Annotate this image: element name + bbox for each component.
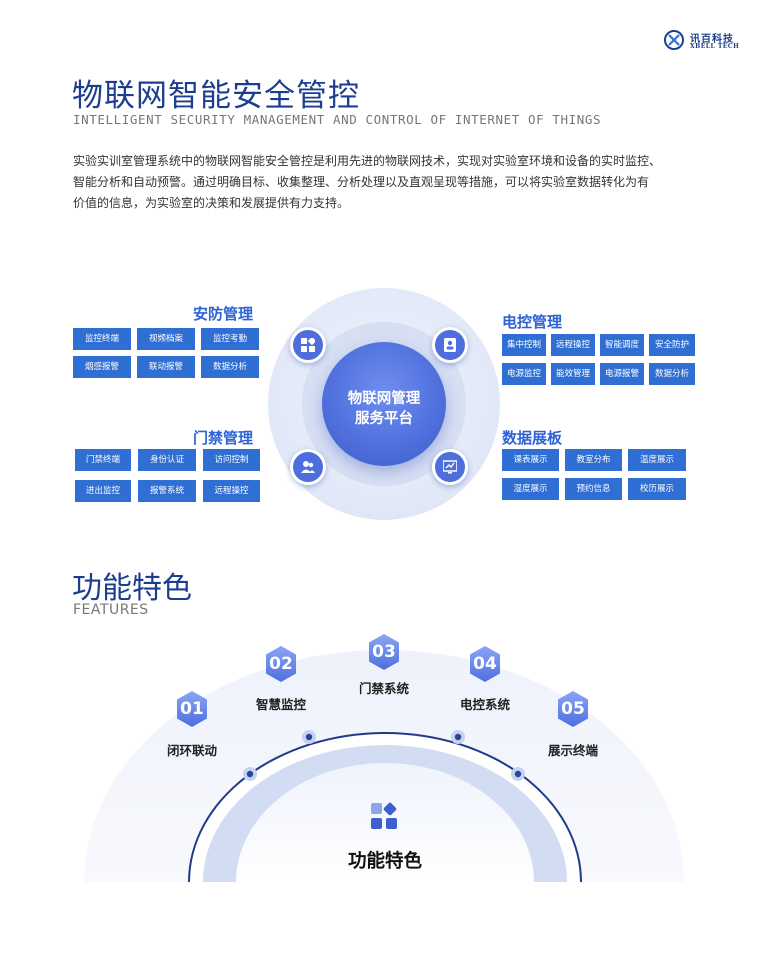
section-subtitle-en: INTELLIGENT SECURITY MANAGEMENT AND CONT… [73,112,602,127]
tag-power: 智能调度 [600,334,644,356]
feature-number: 01 [180,699,204,719]
tag-access: 访问控制 [203,449,260,471]
tag-access: 进出监控 [75,480,131,502]
logo-mark-icon [664,30,684,50]
intro-paragraph: 实验实训室管理系统中的物联网智能安全管控是利用先进的物联网技术，实现对实验室环境… [73,151,703,214]
group-title-power: 电控管理 [502,313,563,331]
feature-number: 05 [561,699,585,719]
hub-label: 物联网管理 服务平台 [322,389,446,429]
paragraph-line: 实验实训室管理系统中的物联网智能安全管控是利用先进的物联网技术，实现对实验室环境… [73,154,662,168]
feature-blocks-icon [370,802,398,830]
tag-security: 联动报警 [137,356,195,378]
tag-power: 集中控制 [502,334,546,356]
tag-data-board: 预约信息 [565,478,622,500]
feature-label: 闭环联动 [166,743,217,758]
tag-data-board: 校历展示 [628,478,686,500]
tag-power: 电源监控 [502,363,546,385]
feature-badge-01: 01 [175,690,209,728]
paragraph-line: 价值的信息，为实验室的决策和发展提供有力支持。 [73,196,350,210]
logo-text-en: XBELL TECH [690,43,740,50]
section-title: 物联网智能安全管控 [72,78,360,114]
tag-security: 数据分析 [201,356,259,378]
chart-board-icon [432,449,468,485]
tag-security: 监控终端 [73,328,131,350]
tag-power: 数据分析 [649,363,695,385]
feature-label: 智慧监控 [255,697,306,712]
feature-badge-02: 02 [264,645,298,683]
tag-security: 视频档案 [137,328,195,350]
tag-access: 报警系统 [138,480,196,502]
tag-security: 监控考勤 [201,328,259,350]
feature-label: 门禁系统 [358,681,409,696]
tag-access: 远程操控 [203,480,260,502]
users-icon [290,449,326,485]
features-subtitle-en: FEATURES [73,602,149,618]
tag-security: 烟感报警 [73,356,131,378]
tag-power: 远程操控 [551,334,595,356]
hub-label-line: 服务平台 [355,411,413,427]
features-center-title: 功能特色 [347,851,422,872]
feature-label: 电控系统 [459,697,510,712]
tag-access: 身份认证 [138,449,196,471]
group-title-access: 门禁管理 [193,429,254,447]
feature-label: 展示终端 [547,743,598,758]
feature-badge-04: 04 [468,645,502,683]
hub-circle [322,342,446,466]
tag-access: 门禁终端 [75,449,131,471]
contact-book-icon [432,327,468,363]
group-title-data-board: 数据展板 [502,429,563,447]
tag-data-board: 课表展示 [502,449,559,471]
tag-power: 能效管理 [551,363,595,385]
feature-badge-05: 05 [556,690,590,728]
tag-power: 安全防护 [649,334,695,356]
feature-number: 03 [372,642,396,662]
features-arc [84,650,684,882]
apps-icon [290,327,326,363]
tag-data-board: 温度展示 [628,449,686,471]
feature-number: 02 [269,654,293,674]
paragraph-line: 智能分析和自动预警。通过明确目标、收集整理、分析处理以及直观呈现等措施，可以将实… [73,175,650,189]
feature-number: 04 [473,654,497,674]
group-title-security: 安防管理 [193,305,254,323]
tag-power: 电源报警 [600,363,644,385]
feature-badge-03: 03 [367,633,401,671]
tag-data-board: 湿度展示 [502,478,559,500]
tag-data-board: 教室分布 [565,449,622,471]
features-title: 功能特色 [72,571,192,606]
hub-label-line: 物联网管理 [347,391,421,407]
logo-text: 讯百科技 [690,34,734,45]
